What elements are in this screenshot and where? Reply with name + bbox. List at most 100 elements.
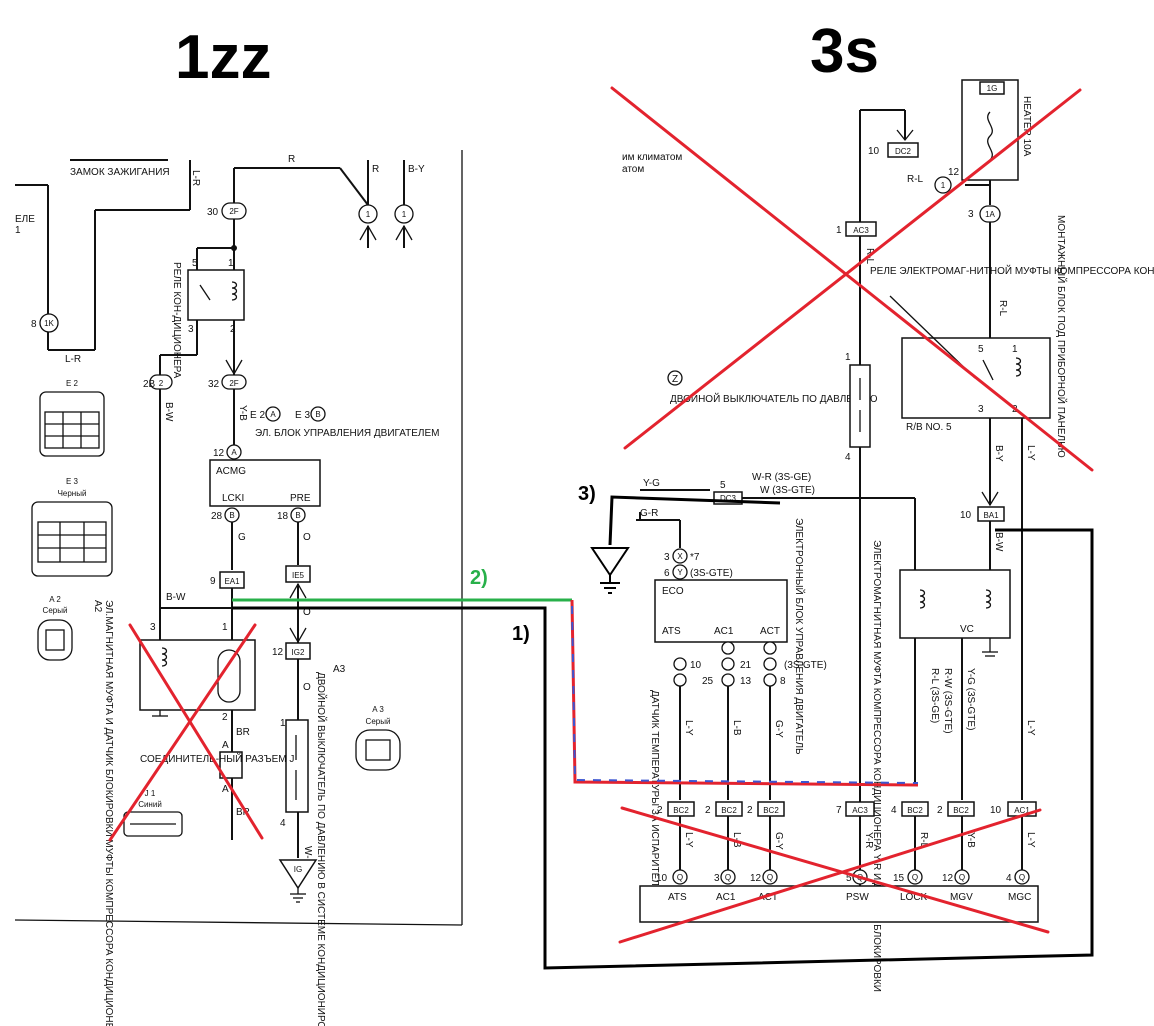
bc2-pin-1: 2 xyxy=(657,805,663,816)
ecu-pin-a: A xyxy=(231,448,237,457)
ecu-note-gte-2: (3S-GTE) xyxy=(784,660,827,671)
clutch-right-label: ЭЛЕКТРОМАГНИТНАЯ МУФТА КОМПРЕССОРА КОНДИ… xyxy=(871,540,882,992)
note-yg: Y-G (3S-GTE) xyxy=(965,668,976,730)
ecu-ac1: AC1 xyxy=(714,626,734,637)
red-crosses xyxy=(108,86,1094,944)
svg-text:Синий: Синий xyxy=(138,800,162,809)
pin-r-l-1: 1 xyxy=(941,181,946,190)
q-num-5: 5 xyxy=(846,873,852,884)
relay-pin-5: 5 xyxy=(192,258,198,269)
ps-pin-1: 1 xyxy=(280,718,286,729)
ecu-e2-a: A xyxy=(270,410,276,419)
conn-1a-pin: 3 xyxy=(968,209,974,220)
pin-12: 12 xyxy=(948,167,960,178)
annotation-wire-1 xyxy=(232,528,1094,970)
conn-ac3-pin: 1 xyxy=(836,225,842,236)
ecu-e2: E 2 xyxy=(250,410,265,421)
conn-j-a2: A xyxy=(222,784,229,795)
right-diagram: им климатом атом DC2 10 AC3 1 R-L 1G HEA… xyxy=(622,79,1154,992)
conn-ig2: IG2 xyxy=(292,648,305,657)
pin-r-1: 1 xyxy=(366,210,371,219)
bottom-mgv: MGV xyxy=(950,892,973,903)
ecu-x-star: *7 xyxy=(690,552,700,563)
svg-text:E 3: E 3 xyxy=(66,477,79,486)
q-pin-lock: Q xyxy=(912,873,918,882)
mount-label: МОНТАЖНЫЙ БЛОК ПОД ПРИБОРНОЙ ПАНЕЛЬЮ xyxy=(1055,215,1068,458)
wire-wb: W-B xyxy=(302,846,313,866)
clutch-pin-2: 2 xyxy=(222,712,228,723)
q-pin-act: Q xyxy=(767,873,773,882)
rb-pin-1: 1 xyxy=(1012,344,1018,355)
ecu-eco: ECO xyxy=(662,586,684,597)
wire-by: B-Y xyxy=(993,445,1004,462)
ecu-pin-21: 21 xyxy=(740,660,752,671)
ps-label: ДВОЙНОЙ ВЫКЛЮЧАТЕЛЬ ПО ДАВЛЕНИЮ В СИСТЕМ… xyxy=(315,672,328,1026)
wire-gy-2: G-Y xyxy=(773,832,784,850)
wire-yr: Y-R xyxy=(863,832,874,848)
q-pin-ats: Q xyxy=(677,873,683,882)
wire-rl-2: R-L xyxy=(907,174,924,185)
q-pin-mgv: Q xyxy=(959,873,965,882)
q-num-15: 15 xyxy=(893,873,905,884)
bottom-mgc: MGC xyxy=(1008,892,1031,903)
connector-j1-icon: J 1 Синий xyxy=(123,789,183,837)
left-diagram: ЗАМОК ЗАЖИГАНИЯ ЕЛЕ 1 L-R L-R 1K 8 R R B… xyxy=(14,150,463,1026)
q-num-12: 12 xyxy=(750,873,762,884)
connector-a3-icon: A 3 Серый xyxy=(355,705,401,771)
note-rw: R-W (3S-GTE) xyxy=(942,668,953,734)
q-num-10: 10 xyxy=(656,873,668,884)
conn-1a: 1A xyxy=(985,210,995,219)
rb-label: R/B NO. 5 xyxy=(906,422,952,433)
bc2-pin-3: 2 xyxy=(747,805,753,816)
conn-ea1-9: 9 xyxy=(210,576,216,587)
ecu-pin-10: 10 xyxy=(690,660,702,671)
title-1zz: 1zz xyxy=(175,23,271,92)
wire-bw-low: B-W xyxy=(166,592,186,603)
wire-bw: B-W xyxy=(993,532,1004,552)
marker-3: 3) xyxy=(578,483,596,505)
ecu-pin-b2: B xyxy=(295,511,300,520)
ecu-lcki: LCKI xyxy=(222,493,244,504)
wire-r-top: R xyxy=(288,154,295,165)
conn-ac3-bottom: AC3 xyxy=(852,806,868,815)
bottom-ats: ATS xyxy=(668,892,687,903)
q-pin-ac1: Q xyxy=(725,873,731,882)
q-num-3: 3 xyxy=(714,873,720,884)
ground-ig: IG xyxy=(294,865,302,874)
z-marker: Z xyxy=(672,374,678,385)
conn-dc3: DC3 xyxy=(720,494,737,503)
wire-yg: Y-G xyxy=(643,478,660,489)
ecu-label: ЭЛ. БЛОК УПРАВЛЕНИЯ ДВИГАТЕЛЕМ xyxy=(255,428,440,439)
annotation-wire-3 xyxy=(608,495,781,546)
relay-pin-3: 3 xyxy=(188,324,194,335)
conn-ea1: EA1 xyxy=(224,577,240,586)
note-w: W (3S-GTE) xyxy=(760,485,815,496)
wire-ly-1: L-Y xyxy=(1025,445,1036,461)
ecu-x-num: 3 xyxy=(664,552,670,563)
wire-lr-bottom: L-R xyxy=(65,354,81,365)
conn-1g: 1G xyxy=(987,84,998,93)
bc2-pin-5: 2 xyxy=(937,805,943,816)
ecu-y: Y xyxy=(677,568,683,577)
wire-by: B-Y xyxy=(408,164,425,175)
clutch-label: ЭЛ.МАГНИТНАЯ МУФТА И ДАТЧИК БЛОКИРОВКИ М… xyxy=(103,600,114,1026)
wire-ly-4: L-Y xyxy=(683,832,694,848)
q-num-4: 4 xyxy=(1006,873,1012,884)
conn-ba1: BA1 xyxy=(983,511,999,520)
wire-lb: L-B xyxy=(731,720,742,736)
ecu-x: X xyxy=(677,552,683,561)
wire-o: O xyxy=(303,532,311,543)
marker-1: 1) xyxy=(512,623,530,645)
connector-e3-icon: E 3 Черный xyxy=(31,477,113,577)
relay-label: РЕЛЕ ЭЛЕКТРОМАГ-НИТНОЙ МУФТЫ КОМПРЕССОРА… xyxy=(870,264,1154,277)
ecu-note-gte: (3S-GTE) xyxy=(690,568,733,579)
q-pin-mgc: Q xyxy=(1019,873,1025,882)
conn-ig2-12: 12 xyxy=(272,647,284,658)
wire-yb: Y-B xyxy=(965,832,976,848)
note-rl: R-L (3S-GE) xyxy=(929,668,940,723)
ecu-ats: ATS xyxy=(662,626,681,637)
ecu-e3-b: B xyxy=(315,410,320,419)
ecu-pin-28: 28 xyxy=(211,511,223,522)
clutch-pin-1: 1 xyxy=(222,622,228,633)
wire-rl-3: R-L xyxy=(997,300,1008,317)
